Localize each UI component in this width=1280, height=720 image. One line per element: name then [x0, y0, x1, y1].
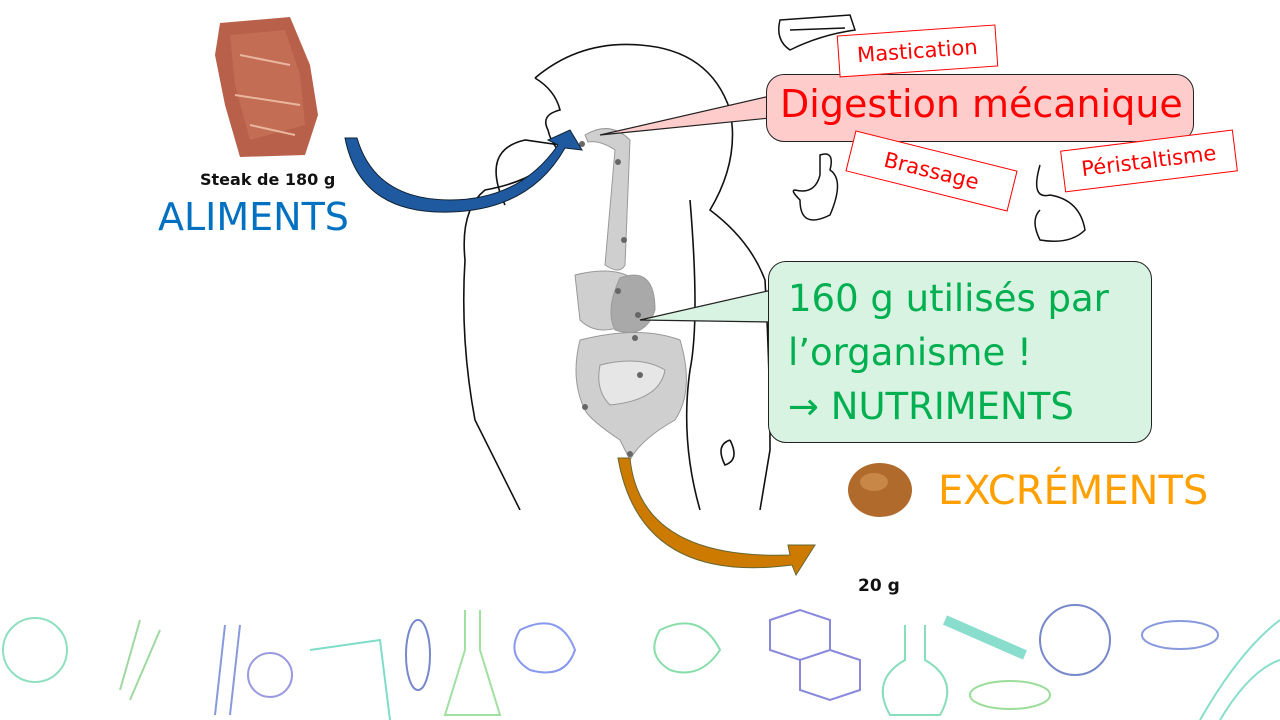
bacteria-icon — [405, 619, 431, 691]
cell-icon — [653, 622, 722, 674]
test-tube-icon — [214, 624, 241, 716]
steak-image — [215, 17, 318, 157]
tube-icon — [942, 615, 1028, 660]
amoeba-icon — [513, 622, 577, 674]
aliments-label: ALIMENTS — [158, 195, 349, 239]
excrements-label: EXCRÉMENTS — [938, 468, 1209, 514]
excrement-image — [848, 463, 912, 517]
mechanical-callout-tail — [599, 95, 771, 136]
dna-icon — [1199, 619, 1280, 720]
beaker-icon — [881, 625, 949, 716]
jaw-icon — [778, 14, 856, 51]
molecule-icon — [769, 608, 861, 702]
mechanical-digestion-callout — [766, 74, 1194, 142]
petri-dish-icon — [1039, 604, 1111, 676]
stomach-icon — [792, 153, 839, 221]
mechanical-digestion-title: Digestion mécanique — [780, 82, 1183, 126]
nutrients-line-2: l’organisme ! — [788, 331, 1032, 374]
nutrients-line-1: 160 g utilisés par — [788, 277, 1109, 320]
human-body-digestive-diagram — [462, 43, 771, 510]
science-doodle-footer — [2, 604, 1280, 720]
microscope-icon — [119, 619, 161, 701]
bacillus-icon — [1141, 620, 1219, 650]
ingestion-arrow — [344, 129, 583, 213]
excrements-weight: 20 g — [858, 576, 900, 596]
nutrients-line-3: → NUTRIMENTS — [788, 385, 1074, 428]
digestive-tract — [574, 128, 687, 462]
excretion-arrow — [617, 457, 816, 577]
erlenmeyer-icon — [443, 610, 502, 716]
nutrients-callout-tail — [639, 289, 773, 323]
nutrients-callout — [768, 261, 1152, 443]
bacillus-icon-2 — [969, 680, 1051, 710]
flask-icon — [2, 617, 68, 683]
steak-caption: Steak de 180 g — [200, 170, 336, 189]
nutrients-text: 160 g utilisés par l’organisme ! → NUTRI… — [788, 272, 1109, 434]
straw-icon — [309, 638, 391, 720]
intestine-icon — [1034, 164, 1086, 242]
round-flask-icon — [247, 652, 293, 698]
